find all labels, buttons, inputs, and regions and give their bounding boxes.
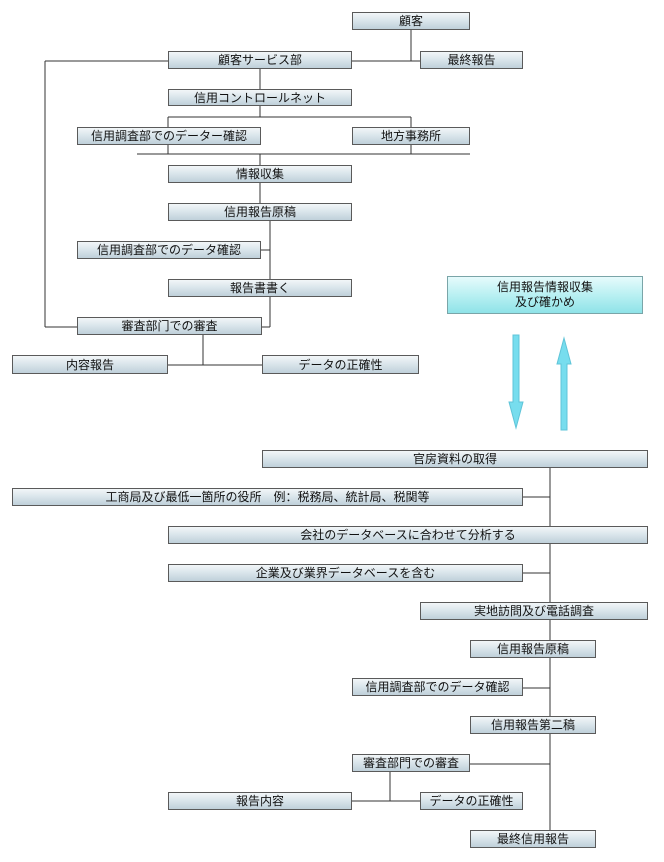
customer-box: 顧客 bbox=[352, 12, 470, 30]
report-content-box: 報告内容 bbox=[168, 792, 352, 810]
report-writing-box: 報告書書く bbox=[168, 279, 352, 297]
credit-report-draft-2-box: 信用報告原稿 bbox=[470, 640, 596, 658]
customer-service-box: 顧客サービス部 bbox=[168, 51, 352, 69]
investigation-data-check-box: 信用調査部でのデータ確認 bbox=[77, 241, 261, 259]
up-arrow-icon bbox=[556, 336, 572, 431]
credit-control-box: 信用コントロールネット bbox=[168, 89, 352, 106]
data-accuracy-2-box: データの正確性 bbox=[420, 792, 523, 810]
center-box-line2: 及び確かめ bbox=[514, 295, 575, 309]
data-accuracy-box: データの正確性 bbox=[262, 355, 419, 374]
industry-db-box: 企業及び業界データベースを含む bbox=[168, 564, 523, 582]
company-db-box: 会社のデータベースに合わせて分析する bbox=[168, 526, 648, 544]
investigation-data-check-2-box: 信用調査部でのデータ確認 bbox=[352, 678, 523, 696]
down-arrow-icon bbox=[508, 334, 524, 430]
final-credit-report-box: 最終信用報告 bbox=[470, 830, 596, 848]
content-report-box: 内容報告 bbox=[12, 355, 168, 374]
second-draft-box: 信用報告第二稿 bbox=[470, 716, 596, 734]
center-box-line1: 信用報告情報収集 bbox=[496, 280, 593, 294]
investigation-check-box: 信用調査部でのデーター確認 bbox=[77, 127, 261, 145]
site-visit-box: 実地訪問及び電話調査 bbox=[420, 602, 648, 620]
credit-report-draft-box: 信用報告原稿 bbox=[168, 203, 352, 221]
agencies-box: 工商局及び最低一箇所の役所 例：税務局、統計局、税関等 bbox=[12, 488, 523, 506]
info-collection-box: 情報収集 bbox=[168, 165, 352, 183]
review-2-box: 審査部門での審査 bbox=[352, 754, 470, 772]
final-report-box: 最終報告 bbox=[420, 51, 523, 69]
official-docs-box: 官房資料の取得 bbox=[262, 450, 648, 468]
credit-info-collection-box: 信用報告情報収集 及び確かめ bbox=[447, 276, 643, 314]
regional-office-box: 地方事務所 bbox=[352, 127, 470, 145]
review-box: 審査部门での審査 bbox=[77, 317, 262, 335]
